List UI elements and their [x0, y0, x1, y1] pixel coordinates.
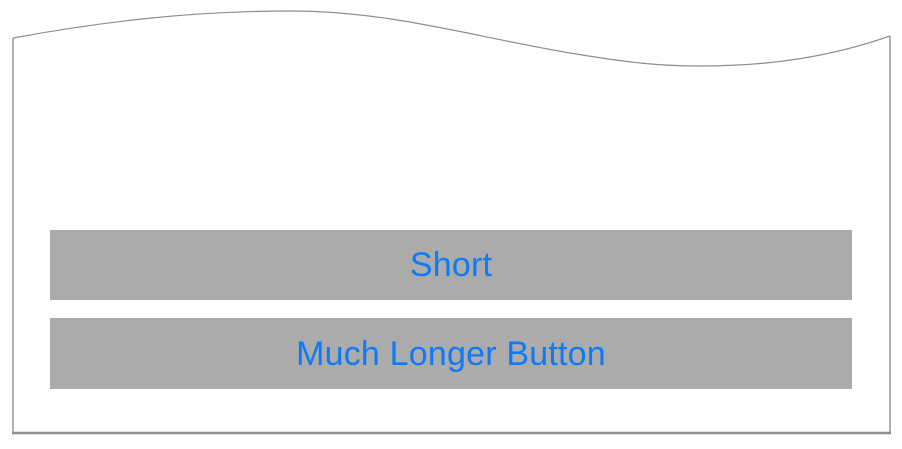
short-button[interactable]: Short [50, 230, 852, 300]
short-button-label: Short [409, 246, 493, 284]
much-longer-button-label: Much Longer Button [296, 334, 606, 373]
much-longer-button[interactable]: Much Longer Button [50, 318, 852, 389]
wavy-top-edge [12, 10, 891, 67]
